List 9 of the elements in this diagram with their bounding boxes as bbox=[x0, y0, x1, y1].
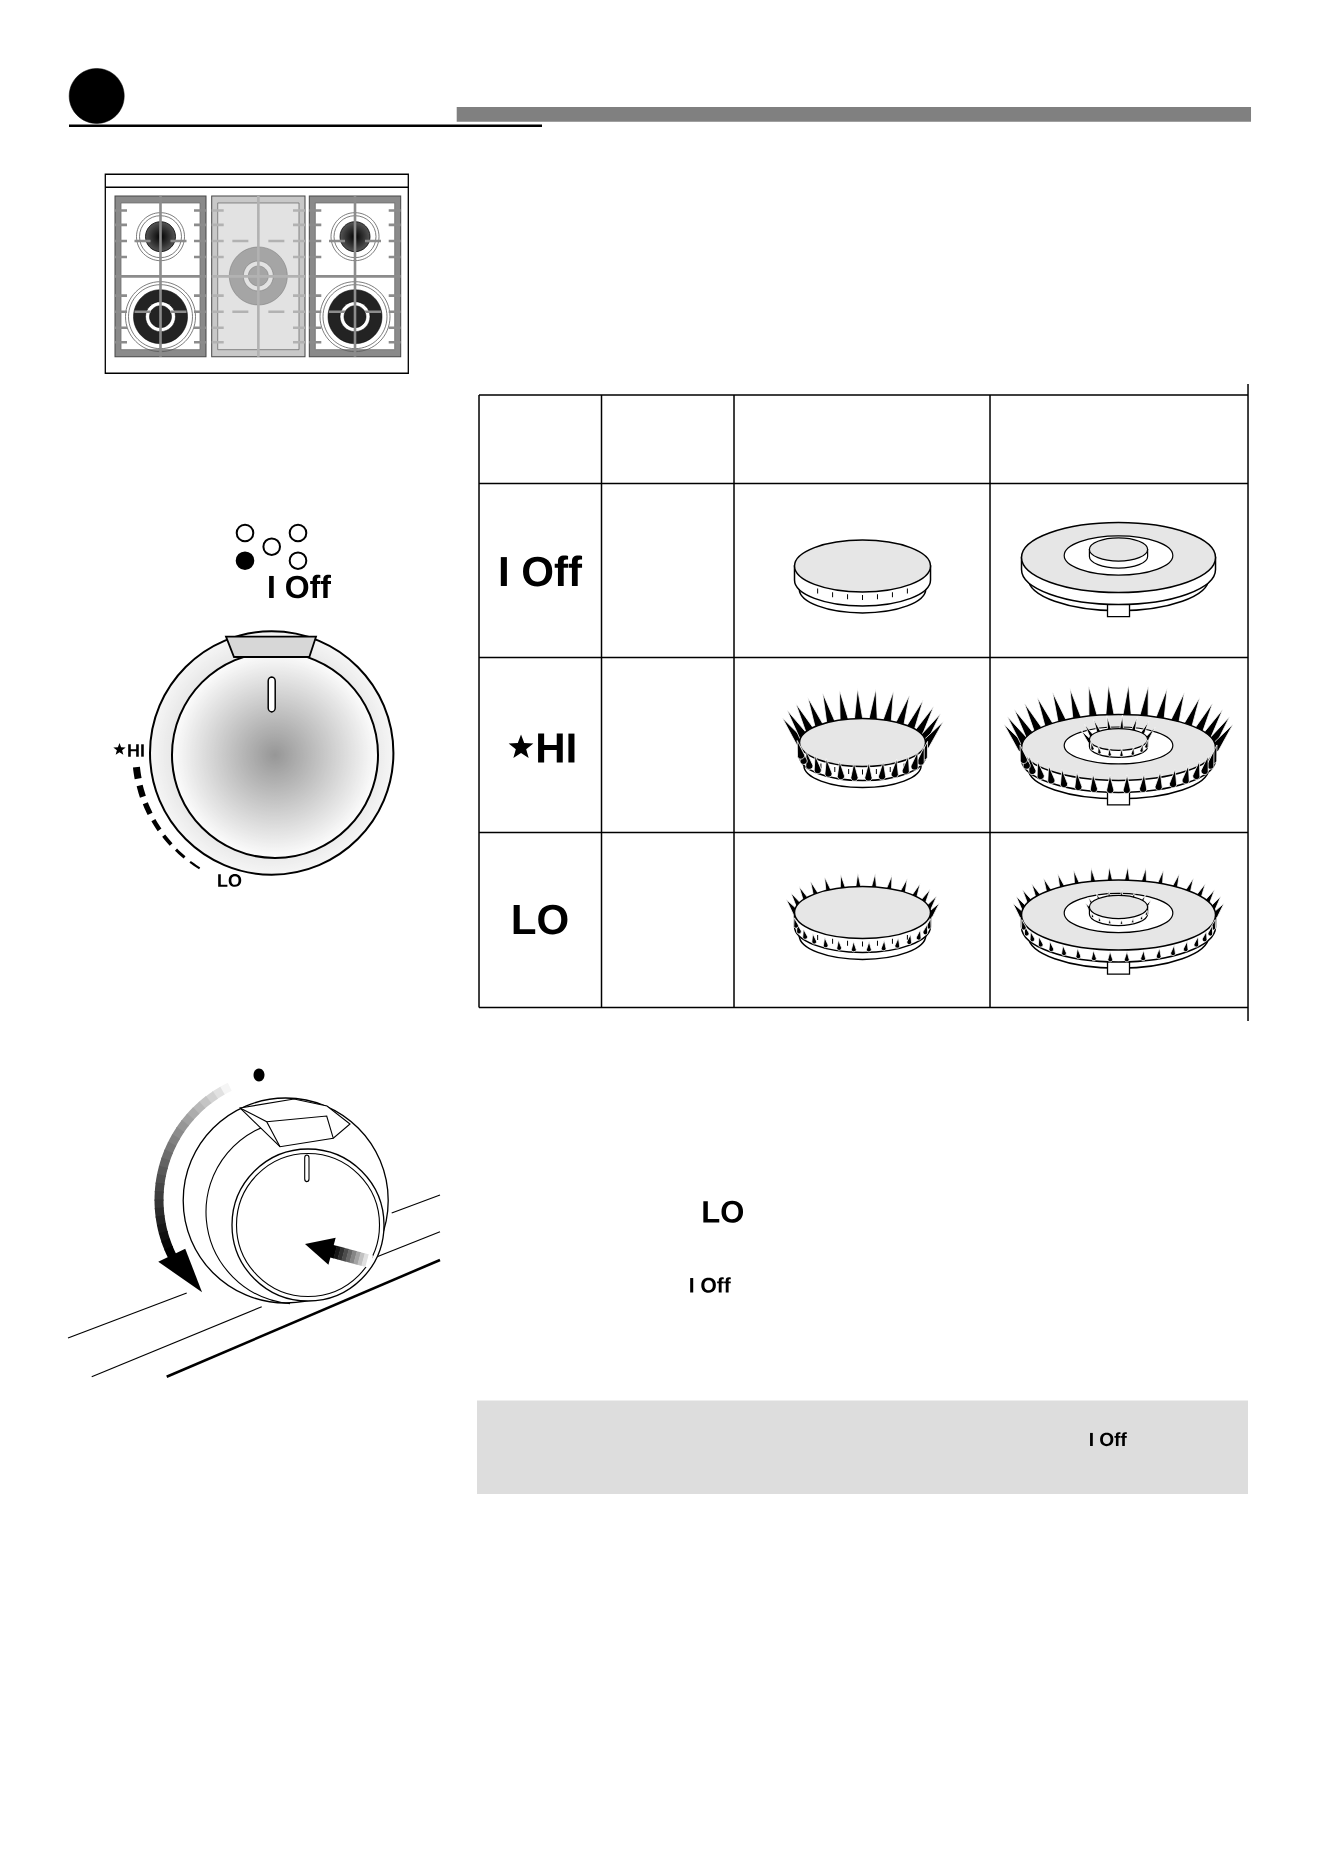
symbol-text: I Off bbox=[690, 1277, 731, 1293]
row-label: LO bbox=[513, 904, 568, 935]
note-box: I Off bbox=[477, 1400, 1248, 1494]
dial-label: I Off bbox=[269, 574, 331, 599]
row-label: HI bbox=[538, 733, 575, 763]
symbol-text: LO bbox=[703, 1200, 744, 1223]
row-label: I Off bbox=[500, 555, 583, 587]
dial-label: HI bbox=[128, 744, 144, 757]
dial-label: LO bbox=[218, 874, 242, 887]
